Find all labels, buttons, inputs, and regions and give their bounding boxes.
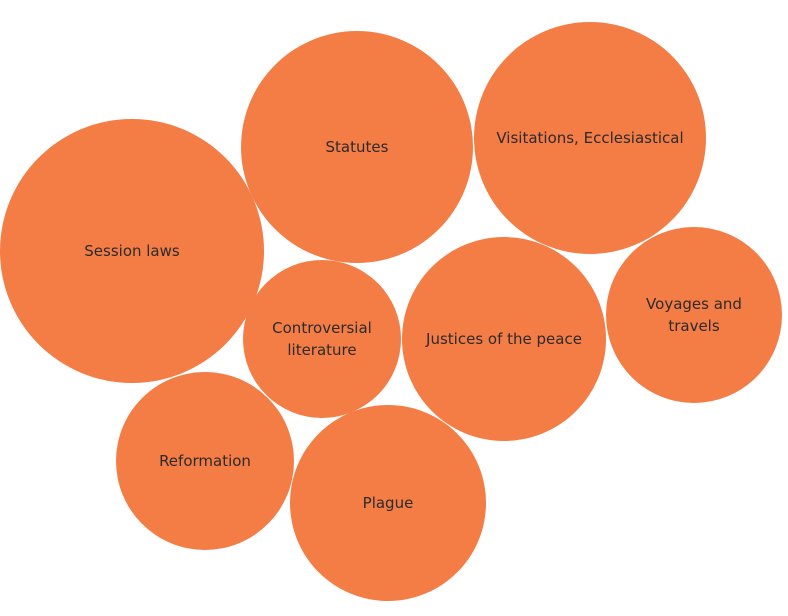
bubble-label-line: travels [668, 317, 720, 335]
bubble-label-visitations-ecclesiastical: Visitations, Ecclesiastical [496, 129, 683, 147]
bubble-label-line: Reformation [159, 452, 251, 470]
bubble-reformation[interactable] [116, 372, 294, 550]
bubble-label-line: literature [287, 341, 356, 359]
bubble-voyages-and-travels[interactable] [606, 227, 782, 403]
bubble-label-voyages-and-travels: Voyages and travels [646, 295, 742, 335]
bubble-label-session-laws: Session laws [84, 242, 180, 260]
bubble-justices-of-the-peace[interactable] [402, 237, 606, 441]
bubble-label-line: Controversial [272, 319, 372, 337]
bubble-label-statutes: Statutes [326, 138, 389, 156]
bubble-label-line: Session laws [84, 242, 180, 260]
bubble-label-controversial-literature: Controversial literature [272, 319, 372, 359]
bubble-plague[interactable] [290, 405, 486, 601]
bubble-visitations-ecclesiastical[interactable] [474, 22, 706, 254]
bubble-label-line: Voyages and [646, 295, 742, 313]
bubble-label-line: Visitations, Ecclesiastical [496, 129, 683, 147]
bubble-label-line: Plague [363, 494, 414, 512]
bubble-label-line: Statutes [326, 138, 389, 156]
bubble-label-justices-of-the-peace: Justices of the peace [425, 330, 582, 348]
bubble-label-reformation: Reformation [159, 452, 251, 470]
bubble-session-laws[interactable] [0, 119, 264, 383]
bubble-controversial-literature[interactable] [243, 260, 401, 418]
bubble-label-line: Justices of the peace [425, 330, 582, 348]
bubble-label-plague: Plague [363, 494, 414, 512]
bubble-statutes[interactable] [241, 31, 473, 263]
